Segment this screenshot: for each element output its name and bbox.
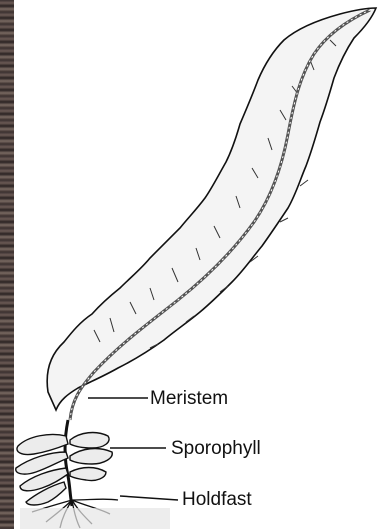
kelp-stipe	[65, 420, 72, 506]
kelp-blade	[47, 8, 376, 410]
holdfast-label: Holdfast	[182, 490, 252, 509]
sporophyll-cluster	[16, 433, 113, 505]
holdfast-leader	[120, 496, 178, 500]
seafloor-sediment	[20, 508, 170, 529]
meristem-label: Meristem	[150, 389, 228, 408]
sporophyll-label: Sporophyll	[171, 439, 261, 458]
